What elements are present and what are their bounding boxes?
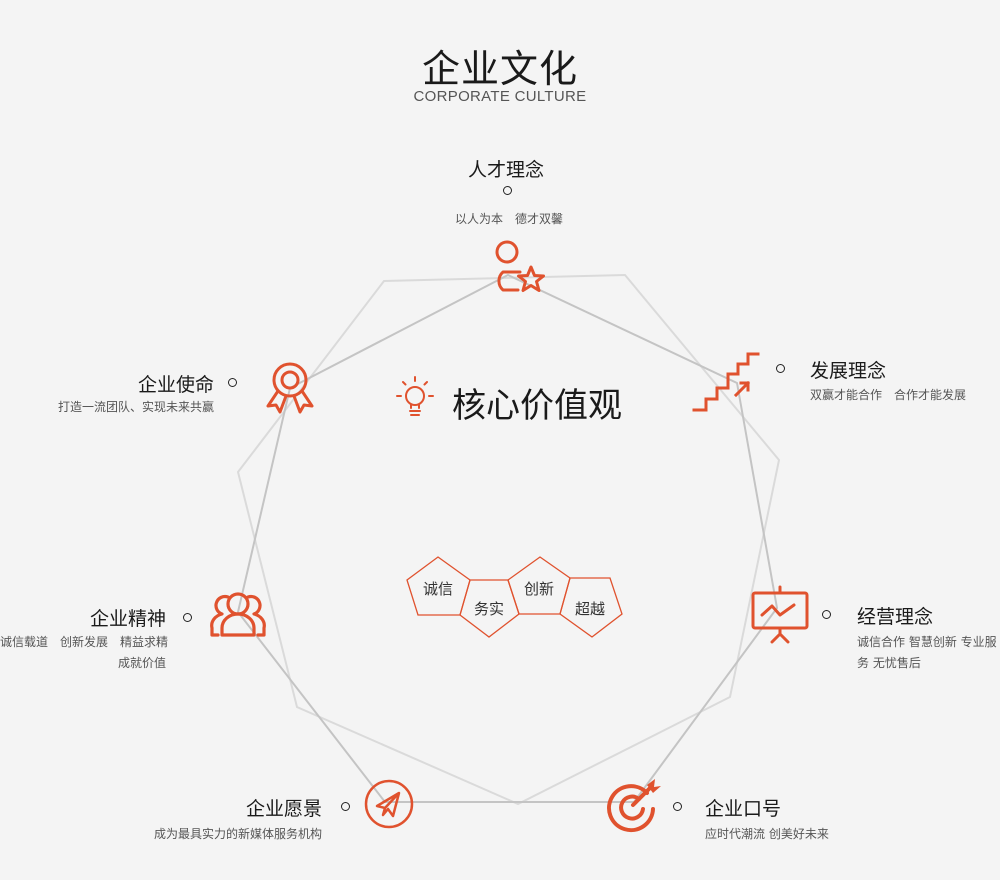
operation-concept-desc-line1: 诚信合作 智慧创新 专业服 (857, 635, 997, 649)
development-concept-title: 发展理念 (810, 360, 887, 382)
page-subtitle: CORPORATE CULTURE (413, 88, 587, 105)
spirit-title: 企业精神 (89, 608, 166, 630)
page-title: 企业文化 (421, 47, 578, 91)
vision-desc: 成为最具实力的新媒体服务机构 (153, 827, 322, 841)
spirit-dot (183, 613, 192, 622)
presentation-board-icon (751, 585, 809, 644)
value-excellence: 超越 (575, 600, 606, 618)
talent-concept-dot (503, 186, 512, 195)
operation-concept-desc-line2: 务 无忧售后 (857, 656, 921, 670)
mission-dot (228, 378, 237, 387)
spirit-desc-line2: 成就价值 (117, 656, 166, 670)
vision-title: 企业愿景 (245, 798, 322, 820)
spirit-desc-line1: 诚信载道 创新发展 精益求精 (0, 635, 169, 649)
person-star-icon (495, 240, 545, 292)
mission-title: 企业使命 (137, 374, 214, 396)
stairs-arrow-icon (692, 352, 760, 412)
operation-concept-dot (822, 610, 831, 619)
development-concept-desc: 双赢才能合作 合作才能发展 (810, 388, 967, 402)
target-arrow-icon (607, 779, 661, 833)
operation-concept-title: 经营理念 (857, 606, 934, 628)
slogan-title: 企业口号 (705, 798, 782, 820)
value-pragmatism: 务实 (474, 600, 505, 618)
core-values-title: 核心价值观 (452, 386, 622, 426)
talent-concept-title: 人才理念 (468, 159, 545, 181)
value-innovation: 创新 (524, 580, 555, 598)
talent-concept-desc: 以人为本 德才双馨 (455, 212, 564, 226)
mission-desc: 打造一流团队、实现未来共赢 (57, 400, 214, 414)
lightbulb-icon (396, 376, 434, 416)
development-concept-dot (776, 364, 785, 373)
value-integrity: 诚信 (423, 580, 454, 598)
award-ribbon-icon (266, 362, 314, 414)
team-icon (210, 592, 266, 637)
vision-dot (341, 802, 350, 811)
paper-plane-icon (364, 779, 414, 829)
slogan-dot (673, 802, 682, 811)
slogan-desc: 应时代潮流 创美好未来 (705, 827, 829, 841)
